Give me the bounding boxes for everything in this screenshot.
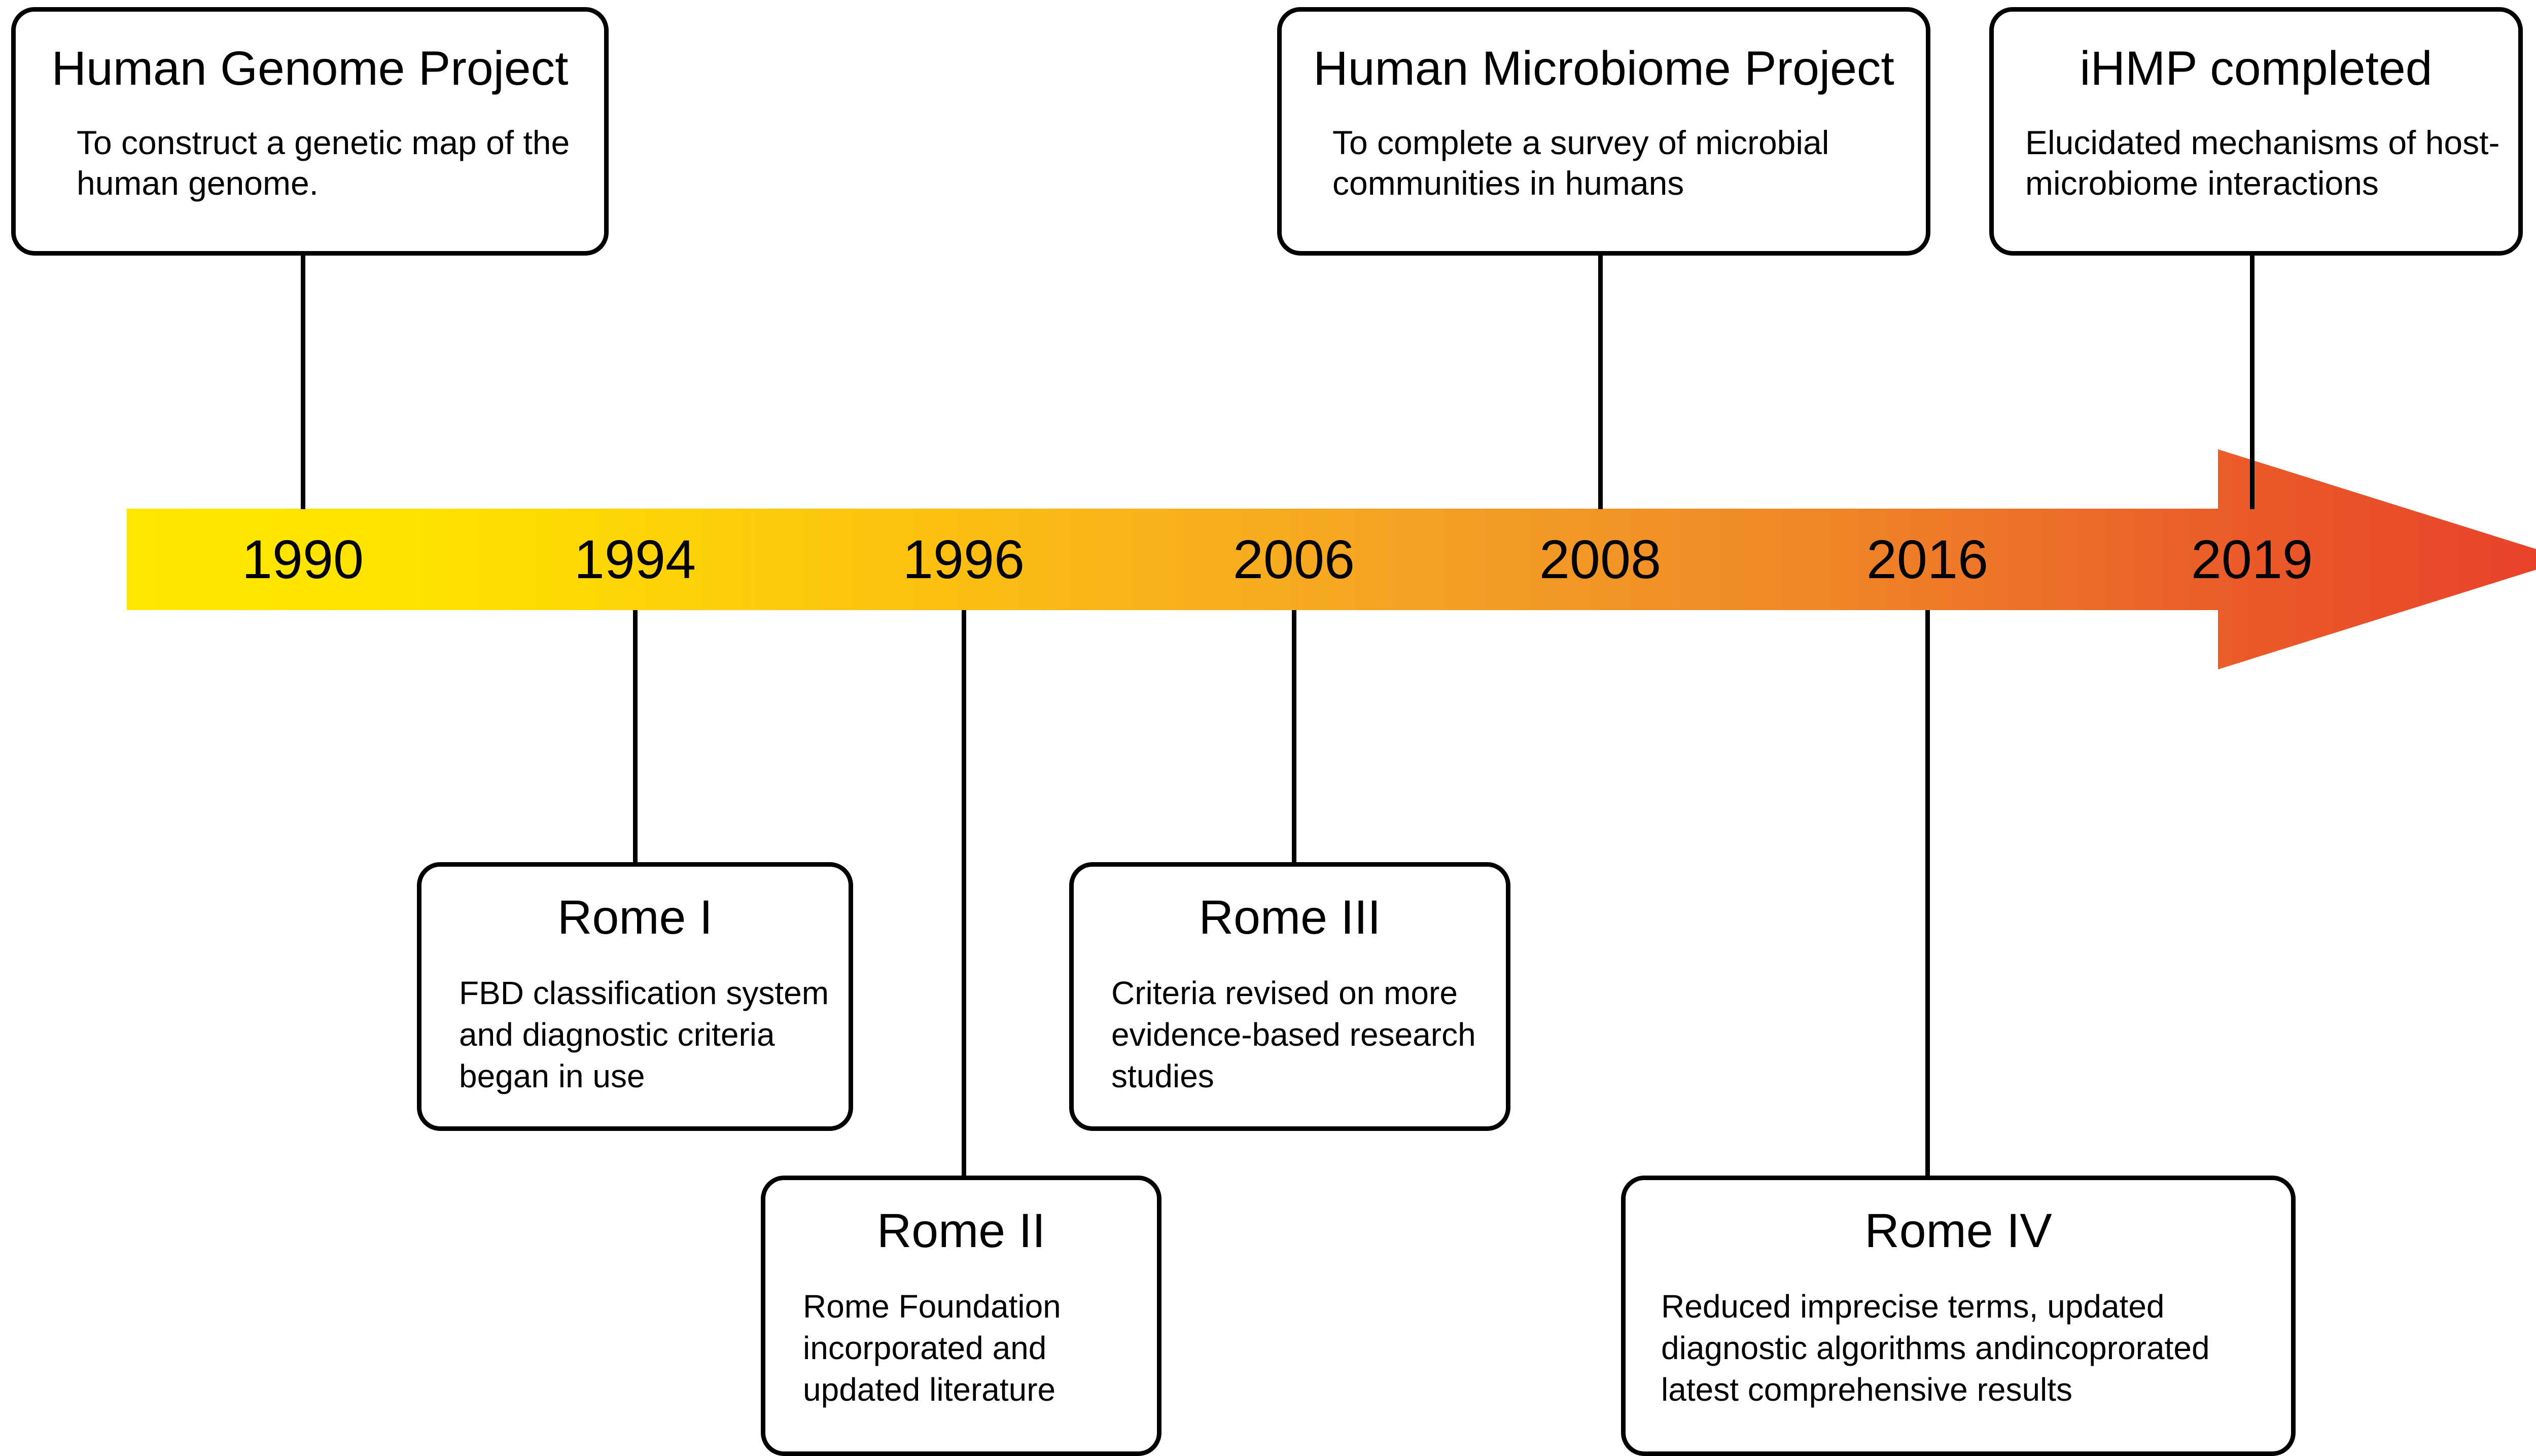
year-label-1996: 1996 bbox=[902, 528, 1025, 590]
callout-rome-iii[interactable]: Rome III Criteria revised on more eviden… bbox=[1069, 862, 1510, 1131]
callout-body: To construct a genetic map of the human … bbox=[77, 124, 570, 202]
year-label-2006: 2006 bbox=[1232, 528, 1355, 590]
year-label-1994: 1994 bbox=[574, 528, 696, 590]
connector-line-2019 bbox=[2250, 256, 2255, 509]
callout-title: Human Genome Project bbox=[51, 42, 569, 95]
callout-rome-i[interactable]: Rome I FBD classification system and dia… bbox=[417, 862, 853, 1131]
callout-body: Elucidated mechanisms of host-microbiome… bbox=[2025, 124, 2500, 202]
year-label-2008: 2008 bbox=[1539, 528, 1662, 590]
callout-title: Rome IV bbox=[1864, 1204, 2052, 1258]
year-label-2019: 2019 bbox=[2191, 528, 2313, 590]
callout-body: To complete a survey of microbial commun… bbox=[1332, 124, 1829, 202]
connector-line-1996 bbox=[962, 610, 966, 1177]
callout-body: Reduced imprecise terms, updated diagnos… bbox=[1661, 1288, 2210, 1408]
callout-title: iHMP completed bbox=[2080, 42, 2433, 95]
year-label-1990: 1990 bbox=[241, 528, 364, 590]
connector-line-2006 bbox=[1292, 610, 1296, 864]
callout-title: Rome I bbox=[557, 891, 713, 944]
callout-body: FBD classification system and diagnostic… bbox=[459, 975, 829, 1094]
callout-title: Rome III bbox=[1199, 891, 1381, 944]
callout-title: Rome II bbox=[876, 1204, 1046, 1258]
callout-human-microbiome-project[interactable]: Human Microbiome Project To complete a s… bbox=[1277, 7, 1930, 256]
callout-rome-ii[interactable]: Rome II Rome Foundation incorporated and… bbox=[761, 1176, 1161, 1456]
callout-rome-iv[interactable]: Rome IV Reduced imprecise terms, updated… bbox=[1621, 1176, 2296, 1456]
connector-line-2016 bbox=[1925, 610, 1930, 1177]
callout-body: Rome Foundation incorporated and updated… bbox=[803, 1288, 1061, 1408]
callout-ihmp-completed[interactable]: iHMP completed Elucidated mechanisms of … bbox=[1989, 7, 2523, 256]
connector-line-1990 bbox=[301, 256, 305, 509]
callout-body: Criteria revised on more evidence-based … bbox=[1111, 975, 1476, 1094]
connector-line-1994 bbox=[633, 610, 638, 864]
callout-title: Human Microbiome Project bbox=[1313, 42, 1894, 95]
year-label-2016: 2016 bbox=[1866, 528, 1989, 590]
callout-human-genome-project[interactable]: Human Genome Project To construct a gene… bbox=[11, 7, 609, 256]
connector-line-2008 bbox=[1598, 256, 1603, 509]
